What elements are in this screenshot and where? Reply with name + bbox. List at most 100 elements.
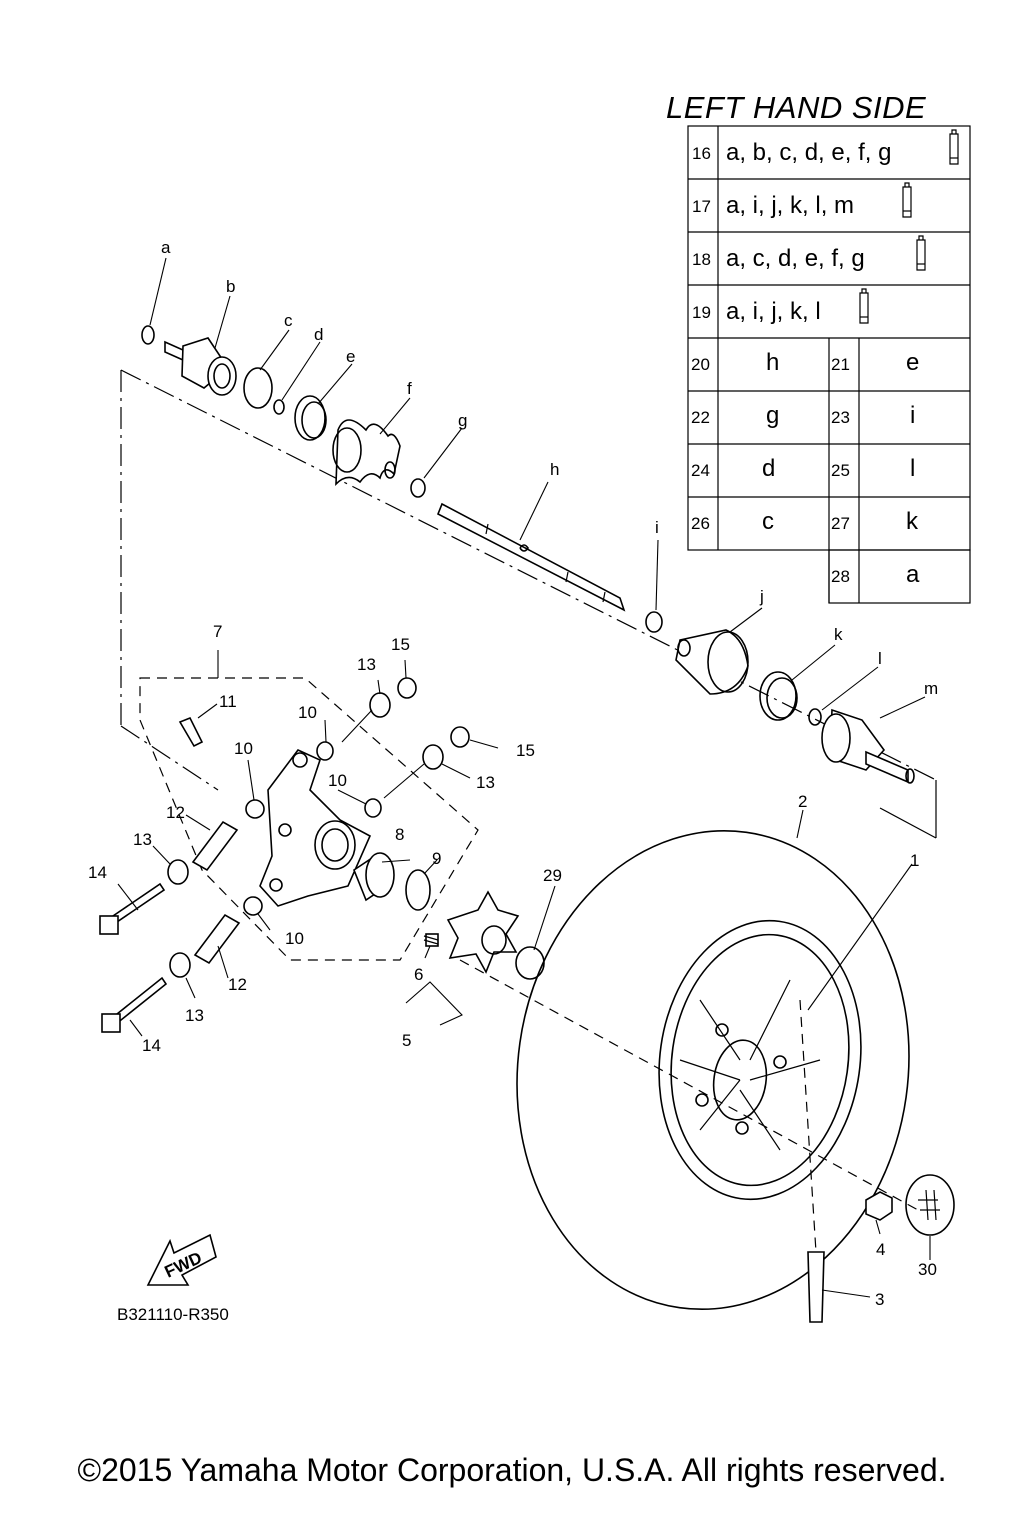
oring-part	[243, 367, 273, 409]
callout-b: b	[226, 277, 235, 296]
pair-letter: i	[910, 402, 915, 429]
callout-3: 3	[875, 1290, 884, 1309]
bearing-part	[353, 852, 395, 902]
callout-13: 13	[357, 655, 376, 674]
callout-12: 12	[228, 975, 247, 994]
callout-a: a	[161, 238, 171, 257]
hub-assembly	[405, 890, 545, 1026]
pair-num: 25	[831, 461, 850, 480]
pair-num: 23	[831, 408, 850, 427]
callout-13: 13	[476, 773, 495, 792]
callout-10: 10	[328, 771, 347, 790]
callout-l: l	[878, 649, 882, 668]
ring-part	[808, 708, 822, 726]
band-part	[294, 395, 326, 441]
pair-num: 24	[691, 461, 710, 480]
callout-7: 7	[213, 622, 222, 641]
callout-15: 15	[391, 635, 410, 654]
nut-part	[397, 677, 417, 699]
leader-lines	[117, 257, 931, 1298]
bushing-part	[245, 799, 265, 819]
diagram-code: B321110-R350	[117, 1305, 229, 1324]
shaft-part	[436, 502, 626, 612]
callout-10: 10	[298, 703, 317, 722]
callout-5: 5	[402, 1031, 411, 1050]
callout-14: 14	[88, 863, 107, 882]
pair-letter: h	[766, 349, 779, 376]
pair-num: 26	[691, 514, 710, 533]
pair-num: 27	[831, 514, 850, 533]
kit-table: 16 a, b, c, d, e, f, g 17 a, i, j, k, l,…	[687, 125, 971, 604]
callout-k: k	[834, 625, 843, 644]
circlip-part	[141, 325, 155, 345]
pair-letter: e	[906, 349, 919, 376]
grease-tube-icon	[916, 235, 926, 271]
tire-part	[516, 829, 910, 1311]
kit-num: 19	[692, 303, 711, 322]
bushing-part	[243, 896, 263, 916]
bushing-part	[364, 798, 382, 818]
band-part	[759, 671, 797, 721]
callout-labels: a b c d e f g h i j k l m 1 2 3 4 5 6 7 …	[88, 238, 938, 1309]
pair-letter: g	[766, 402, 779, 429]
callout-8: 8	[395, 825, 404, 844]
pair-letter: d	[762, 455, 775, 482]
callout-15: 15	[516, 741, 535, 760]
pair-letter: a	[906, 561, 920, 588]
callout-2: 2	[798, 792, 807, 811]
circlip-part	[405, 869, 431, 911]
kit-parts: a, i, j, k, l	[726, 298, 821, 325]
pair-num: 21	[831, 355, 850, 374]
dust-seal-part	[167, 859, 189, 885]
dust-seal-part	[369, 692, 391, 718]
pair-num: 20	[691, 355, 710, 374]
pair-num: 22	[691, 408, 710, 427]
collar-part	[193, 913, 241, 965]
callout-e: e	[346, 347, 355, 366]
copyright-notice: ©2015 Yamaha Motor Corporation, U.S.A. A…	[77, 1452, 947, 1488]
kit-num: 17	[692, 197, 711, 216]
center-cap-part	[905, 1174, 955, 1236]
grease-tube-icon	[902, 182, 912, 218]
kit-parts: a, i, j, k, l, m	[726, 192, 854, 219]
callout-d: d	[314, 325, 323, 344]
diagram-title: LEFT HAND SIDE	[666, 90, 927, 125]
cv-joint-inner	[821, 708, 915, 784]
kit-num: 18	[692, 250, 711, 269]
clip-part	[645, 611, 663, 633]
kit-parts: a, b, c, d, e, f, g	[726, 139, 891, 166]
rim-part	[670, 933, 850, 1187]
boot-part	[675, 629, 749, 695]
callout-c: c	[284, 311, 293, 330]
cv-joint-outer	[164, 337, 237, 396]
ring-part	[273, 399, 285, 415]
grease-tube-icon	[859, 288, 869, 324]
callout-10: 10	[285, 929, 304, 948]
callout-11: 11	[219, 692, 237, 711]
callout-10: 10	[234, 739, 253, 758]
kit-num: 16	[692, 144, 711, 163]
callout-13: 13	[133, 830, 152, 849]
kit-parts: a, c, d, e, f, g	[726, 245, 865, 272]
callout-12: 12	[166, 803, 185, 822]
wheel-assembly	[459, 829, 955, 1323]
callout-h: h	[550, 460, 559, 479]
callout-13: 13	[185, 1006, 204, 1025]
knuckle-assembly	[99, 650, 479, 1033]
pair-num: 28	[831, 567, 850, 586]
fwd-arrow-icon: FWD	[146, 1233, 217, 1286]
hub-part	[446, 890, 520, 974]
pair-letter: c	[762, 508, 774, 535]
callout-i: i	[655, 518, 659, 537]
bolt-part	[101, 976, 168, 1033]
callout-j: j	[759, 587, 764, 606]
axle-nut-part	[515, 946, 545, 980]
callout-14: 14	[142, 1036, 161, 1055]
pair-letter: k	[906, 508, 919, 535]
callout-9: 9	[432, 849, 441, 868]
callout-30: 30	[918, 1260, 937, 1279]
valve-stem-part	[807, 1251, 825, 1323]
clip-part	[410, 478, 426, 498]
nut-part	[450, 726, 470, 748]
